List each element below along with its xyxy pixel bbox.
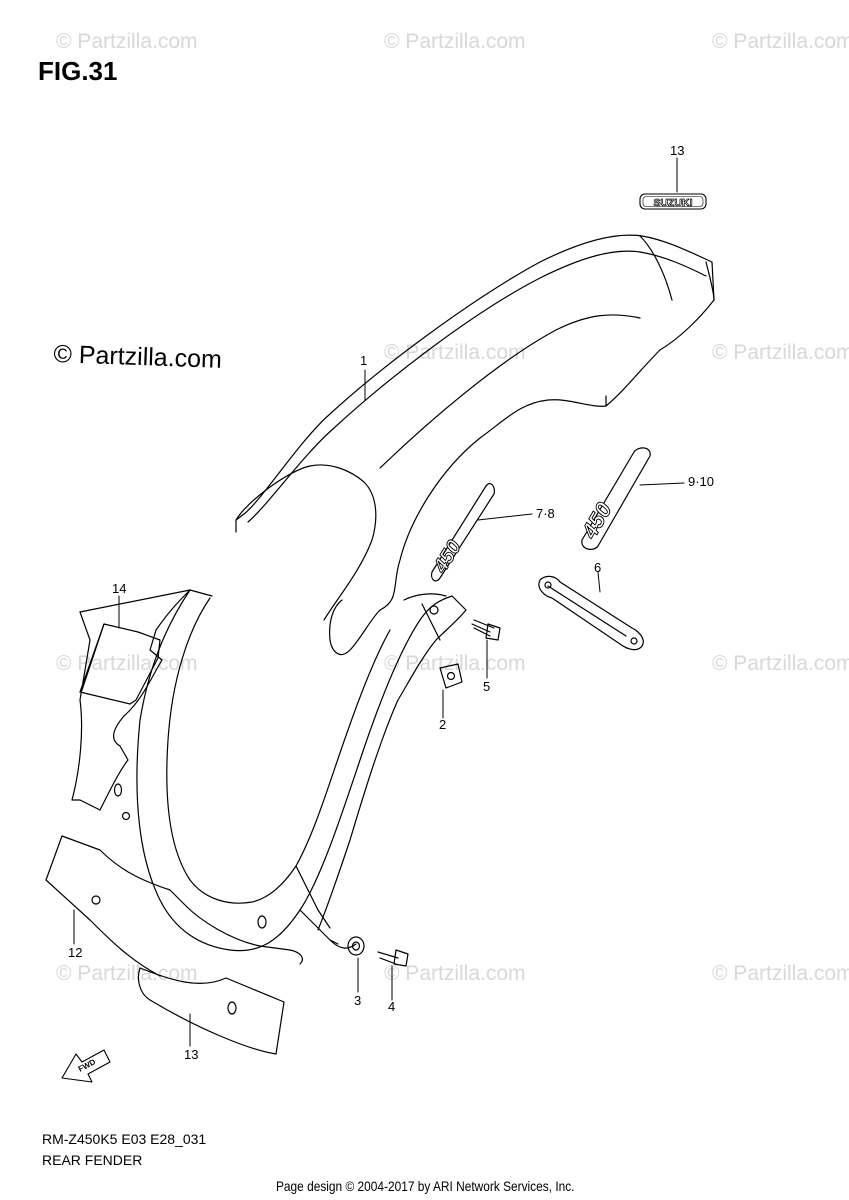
callout-3: 3 xyxy=(354,993,362,1008)
watermark: © Partzilla.com xyxy=(712,652,849,675)
clip-nut-part[interactable] xyxy=(439,663,463,689)
pad-part[interactable] xyxy=(79,623,161,705)
page-credit: Page design © 2004-2017 by ARI Network S… xyxy=(276,1178,575,1194)
callout-2: 2 xyxy=(439,717,447,732)
watermark: © Partzilla.com xyxy=(56,962,198,985)
fwd-direction-icon: FWD xyxy=(61,1049,111,1083)
callout-9-10: 9·10 xyxy=(688,474,715,489)
figure-title: FIG.31 xyxy=(38,56,118,86)
callout-4: 4 xyxy=(388,999,396,1014)
watermark: © Partzilla.com xyxy=(712,30,849,53)
lower-flap-part[interactable] xyxy=(137,967,285,1055)
leader-lines xyxy=(73,157,685,1047)
suzuki-emblem-part[interactable]: SUZUKI xyxy=(639,193,707,210)
bolt-part-4[interactable] xyxy=(377,949,409,967)
watermark: © Partzilla.com xyxy=(384,652,526,675)
watermark: © Partzilla.com xyxy=(384,962,526,985)
watermark: © Partzilla.com xyxy=(712,341,849,364)
watermark: © Partzilla.com xyxy=(384,30,526,53)
watermark: © Partzilla.com xyxy=(384,341,526,364)
callout-7-8: 7·8 xyxy=(536,506,555,521)
callout-1: 1 xyxy=(360,353,368,368)
callout-12: 12 xyxy=(68,945,83,960)
section-name: REAR FENDER xyxy=(42,1152,143,1168)
callout-6: 6 xyxy=(594,560,602,575)
side-number-decal-part[interactable]: 450 xyxy=(576,447,651,550)
watermark: © Partzilla.com xyxy=(56,652,198,675)
emblem-text: SUZUKI xyxy=(653,197,692,209)
fender-band-part[interactable] xyxy=(538,575,644,651)
watermark: © Partzilla.com xyxy=(712,962,849,985)
fender-decal-text: 450 xyxy=(429,537,466,578)
callout-14: 14 xyxy=(112,581,127,596)
callout-11: 13 xyxy=(670,143,685,158)
fender-number-decal: 450 xyxy=(429,482,495,582)
side-decal-text: 450 xyxy=(576,498,617,544)
callout-13: 13 xyxy=(184,1047,199,1062)
model-code: RM-Z450K5 E03 E28_031 xyxy=(42,1131,207,1147)
watermark: © Partzilla.com xyxy=(56,30,198,53)
callout-5: 5 xyxy=(483,679,491,694)
grommet-part[interactable] xyxy=(347,936,365,956)
mud-flap-part[interactable] xyxy=(45,589,303,977)
bolt-part-5[interactable] xyxy=(471,619,501,641)
rear-fender-part[interactable]: 450 xyxy=(136,234,715,952)
